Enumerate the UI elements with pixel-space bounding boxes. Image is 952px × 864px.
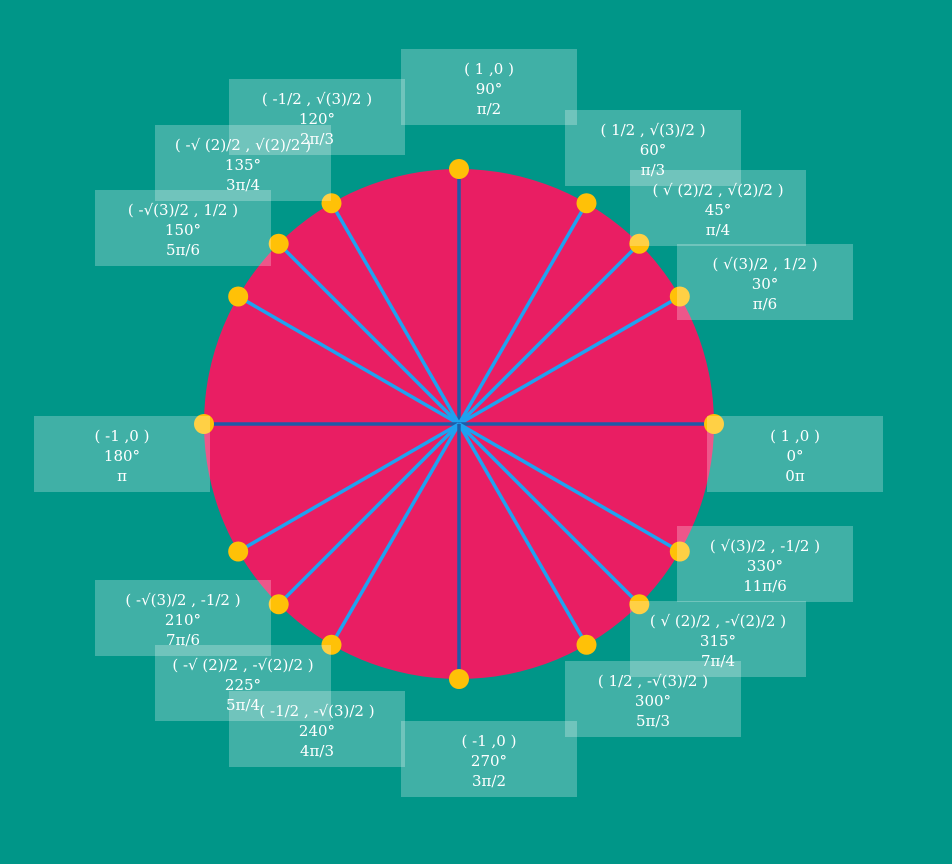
point-270 [449, 669, 469, 689]
label-box-90: ( 1 ,0 ) 90° π/2 [401, 49, 577, 125]
coord-label: ( 1/2 , √(3)/2 ) [600, 121, 706, 139]
label-box-315: ( √ (2)/2 , -√(2)/2 ) 315° 7π/4 [630, 601, 806, 677]
label-box-0: ( 1 ,0 ) 0° 0π [707, 416, 883, 492]
coord-label: ( √(3)/2 , 1/2 ) [712, 255, 818, 273]
spoke-210 [237, 422, 460, 554]
coord-label: ( 1 ,0 ) [770, 427, 820, 445]
radian-label: 11π/6 [743, 577, 787, 595]
point-225 [268, 594, 289, 615]
label-box-270: ( -1 ,0 ) 270° 3π/2 [401, 721, 577, 797]
degree-label: 45° [704, 201, 732, 219]
point-210 [228, 541, 249, 562]
radian-label: 4π/3 [300, 742, 334, 760]
degree-label: 180° [103, 447, 141, 465]
spoke-150 [237, 294, 460, 426]
point-45 [629, 233, 650, 254]
radian-label: 3π/4 [226, 176, 260, 194]
degree-label: 150° [164, 221, 202, 239]
spoke-120 [329, 202, 461, 425]
coord-label: ( -√(3)/2 , -1/2 ) [125, 591, 241, 609]
radian-label: π/2 [476, 100, 502, 118]
radian-label: π/4 [705, 221, 731, 239]
spoke-300 [457, 423, 589, 646]
label-box-210: ( -√(3)/2 , -1/2 ) 210° 7π/6 [95, 580, 271, 656]
coord-label: ( -1/2 , √(3)/2 ) [261, 90, 373, 108]
coord-label: ( -√(3)/2 , 1/2 ) [127, 201, 239, 219]
coord-label: ( -1 ,0 ) [94, 427, 150, 445]
coord-label: ( -√ (2)/2 , -√(2)/2 ) [172, 656, 314, 674]
point-315 [629, 594, 650, 615]
label-box-60: ( 1/2 , √(3)/2 ) 60° π/3 [565, 110, 741, 186]
point-180 [194, 414, 214, 434]
label-box-135: ( -√ (2)/2 , √(2)/2 ) 135° 3π/4 [155, 125, 331, 201]
degree-label: 240° [298, 722, 336, 740]
spoke-315 [457, 422, 641, 606]
coord-label: ( -1/2 , -√(3)/2 ) [259, 702, 375, 720]
label-box-300: ( 1/2 , -√(3)/2 ) 300° 5π/3 [565, 661, 741, 737]
radian-label: 3π/2 [472, 772, 506, 790]
point-30 [669, 286, 690, 307]
spoke-45 [457, 242, 641, 426]
degree-label: 30° [751, 275, 779, 293]
degree-label: 0° [786, 447, 804, 465]
spoke-60 [457, 202, 589, 425]
point-330 [669, 541, 690, 562]
radian-label: π [117, 467, 127, 485]
degree-label: 330° [746, 557, 784, 575]
radian-label: 0π [785, 467, 805, 485]
radian-label: 7π/4 [701, 652, 735, 670]
degree-label: 60° [639, 141, 667, 159]
angle-points [194, 159, 724, 689]
point-135 [268, 233, 289, 254]
degree-label: 300° [634, 692, 672, 710]
spoke-330 [458, 422, 681, 554]
label-box-240: ( -1/2 , -√(3)/2 ) 240° 4π/3 [229, 691, 405, 767]
radian-label: 2π/3 [300, 130, 334, 148]
degree-label: 315° [699, 632, 737, 650]
label-box-30: ( √(3)/2 , 1/2 ) 30° π/6 [677, 244, 853, 320]
radian-label: π/6 [752, 295, 778, 313]
radian-label: 7π/6 [166, 631, 200, 649]
spoke-30 [458, 294, 681, 426]
coord-label: ( -√ (2)/2 , √(2)/2 ) [174, 136, 312, 154]
radian-label: 5π/6 [166, 241, 200, 259]
degree-label: 90° [475, 80, 503, 98]
point-300 [576, 634, 597, 655]
label-box-225: ( -√ (2)/2 , -√(2)/2 ) 225° 5π/4 [155, 645, 331, 721]
radian-label: 5π/3 [636, 712, 670, 730]
degree-label: 270° [470, 752, 508, 770]
angle-spokes [204, 169, 714, 679]
coord-label: ( √(3)/2 , -1/2 ) [709, 537, 821, 555]
point-60 [576, 193, 597, 214]
label-box-180: ( -1 ,0 ) 180° π [34, 416, 210, 492]
point-90 [449, 159, 469, 179]
point-240 [321, 634, 342, 655]
spoke-240 [329, 423, 461, 646]
spoke-135 [277, 242, 461, 426]
degree-label: 135° [224, 156, 262, 174]
label-box-45: ( √ (2)/2 , √(2)/2 ) 45° π/4 [630, 170, 806, 246]
point-150 [228, 286, 249, 307]
label-box-120: ( -1/2 , √(3)/2 ) 120° 2π/3 [229, 79, 405, 155]
coord-label: ( -1 ,0 ) [461, 732, 517, 750]
coord-label: ( √ (2)/2 , -√(2)/2 ) [649, 612, 787, 630]
point-120 [321, 193, 342, 214]
degree-label: 210° [164, 611, 202, 629]
radian-label: π/3 [640, 161, 666, 179]
degree-label: 120° [298, 110, 336, 128]
radian-label: 5π/4 [226, 696, 260, 714]
coord-label: ( 1 ,0 ) [464, 60, 514, 78]
coord-label: ( √ (2)/2 , √(2)/2 ) [652, 181, 784, 199]
label-box-150: ( -√(3)/2 , 1/2 ) 150° 5π/6 [95, 190, 271, 266]
degree-label: 225° [224, 676, 262, 694]
point-0 [704, 414, 724, 434]
spoke-225 [277, 422, 461, 606]
label-box-330: ( √(3)/2 , -1/2 ) 330° 11π/6 [677, 526, 853, 602]
coord-label: ( 1/2 , -√(3)/2 ) [597, 672, 709, 690]
